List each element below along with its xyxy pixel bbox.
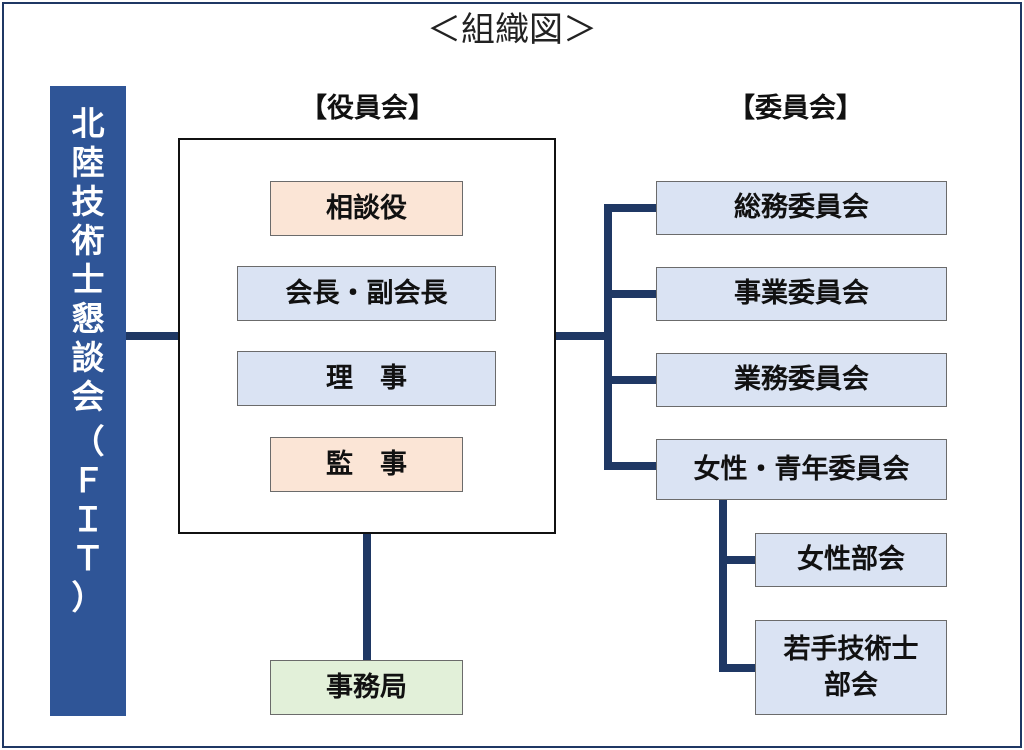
org-name-char: 会	[71, 377, 105, 416]
committee-general-affairs: 総務委員会	[656, 181, 947, 235]
org-name-char: 北	[71, 104, 105, 143]
role-president: 会長・副会長	[237, 266, 496, 321]
org-name-char: 士	[71, 260, 105, 299]
connector-branch-projects	[604, 290, 656, 298]
committee-projects: 事業委員会	[656, 267, 947, 321]
subdivision-young-engineers: 若手技術士 部会	[755, 620, 947, 715]
org-name-char: ）	[71, 578, 105, 617]
role-advisor: 相談役	[270, 181, 463, 236]
role-directors: 理 事	[237, 351, 496, 406]
connector-board-to-committees	[556, 332, 608, 340]
org-name-char: Ｔ	[71, 539, 105, 578]
diagram-title: ＜組織図＞	[427, 10, 597, 50]
connector-branch-women-sub	[719, 556, 755, 564]
connector-branch-operations	[604, 376, 656, 384]
org-name-char: 談	[71, 338, 105, 377]
committee-women-youth: 女性・青年委員会	[656, 439, 947, 500]
connector-sub-trunk	[719, 500, 727, 672]
connector-board-to-secretariat	[363, 534, 371, 660]
role-auditors: 監 事	[270, 437, 463, 492]
connector-org-to-board	[126, 332, 178, 340]
org-name-char: Ｆ	[71, 461, 105, 500]
org-name-char: 懇	[71, 299, 105, 338]
org-name-char: 術	[71, 221, 105, 260]
subdivision-women: 女性部会	[755, 533, 947, 587]
org-name-char: （	[71, 422, 105, 461]
org-name-char: Ｉ	[71, 500, 105, 539]
org-name-char: 技	[71, 182, 105, 221]
board-heading: 【役員会】	[300, 93, 435, 124]
committee-operations: 業務委員会	[656, 353, 947, 407]
committee-heading: 【委員会】	[728, 93, 863, 124]
connector-branch-general	[604, 204, 656, 212]
secretariat-box: 事務局	[270, 660, 463, 715]
org-name-char: 陸	[71, 143, 105, 182]
connector-branch-young-sub	[719, 664, 755, 672]
connector-branch-women-youth	[604, 462, 656, 470]
organization-name-bar: 北 陸 技 術 士 懇 談 会 （ Ｆ Ｉ Ｔ ）	[50, 86, 126, 716]
connector-committee-trunk	[604, 204, 612, 468]
